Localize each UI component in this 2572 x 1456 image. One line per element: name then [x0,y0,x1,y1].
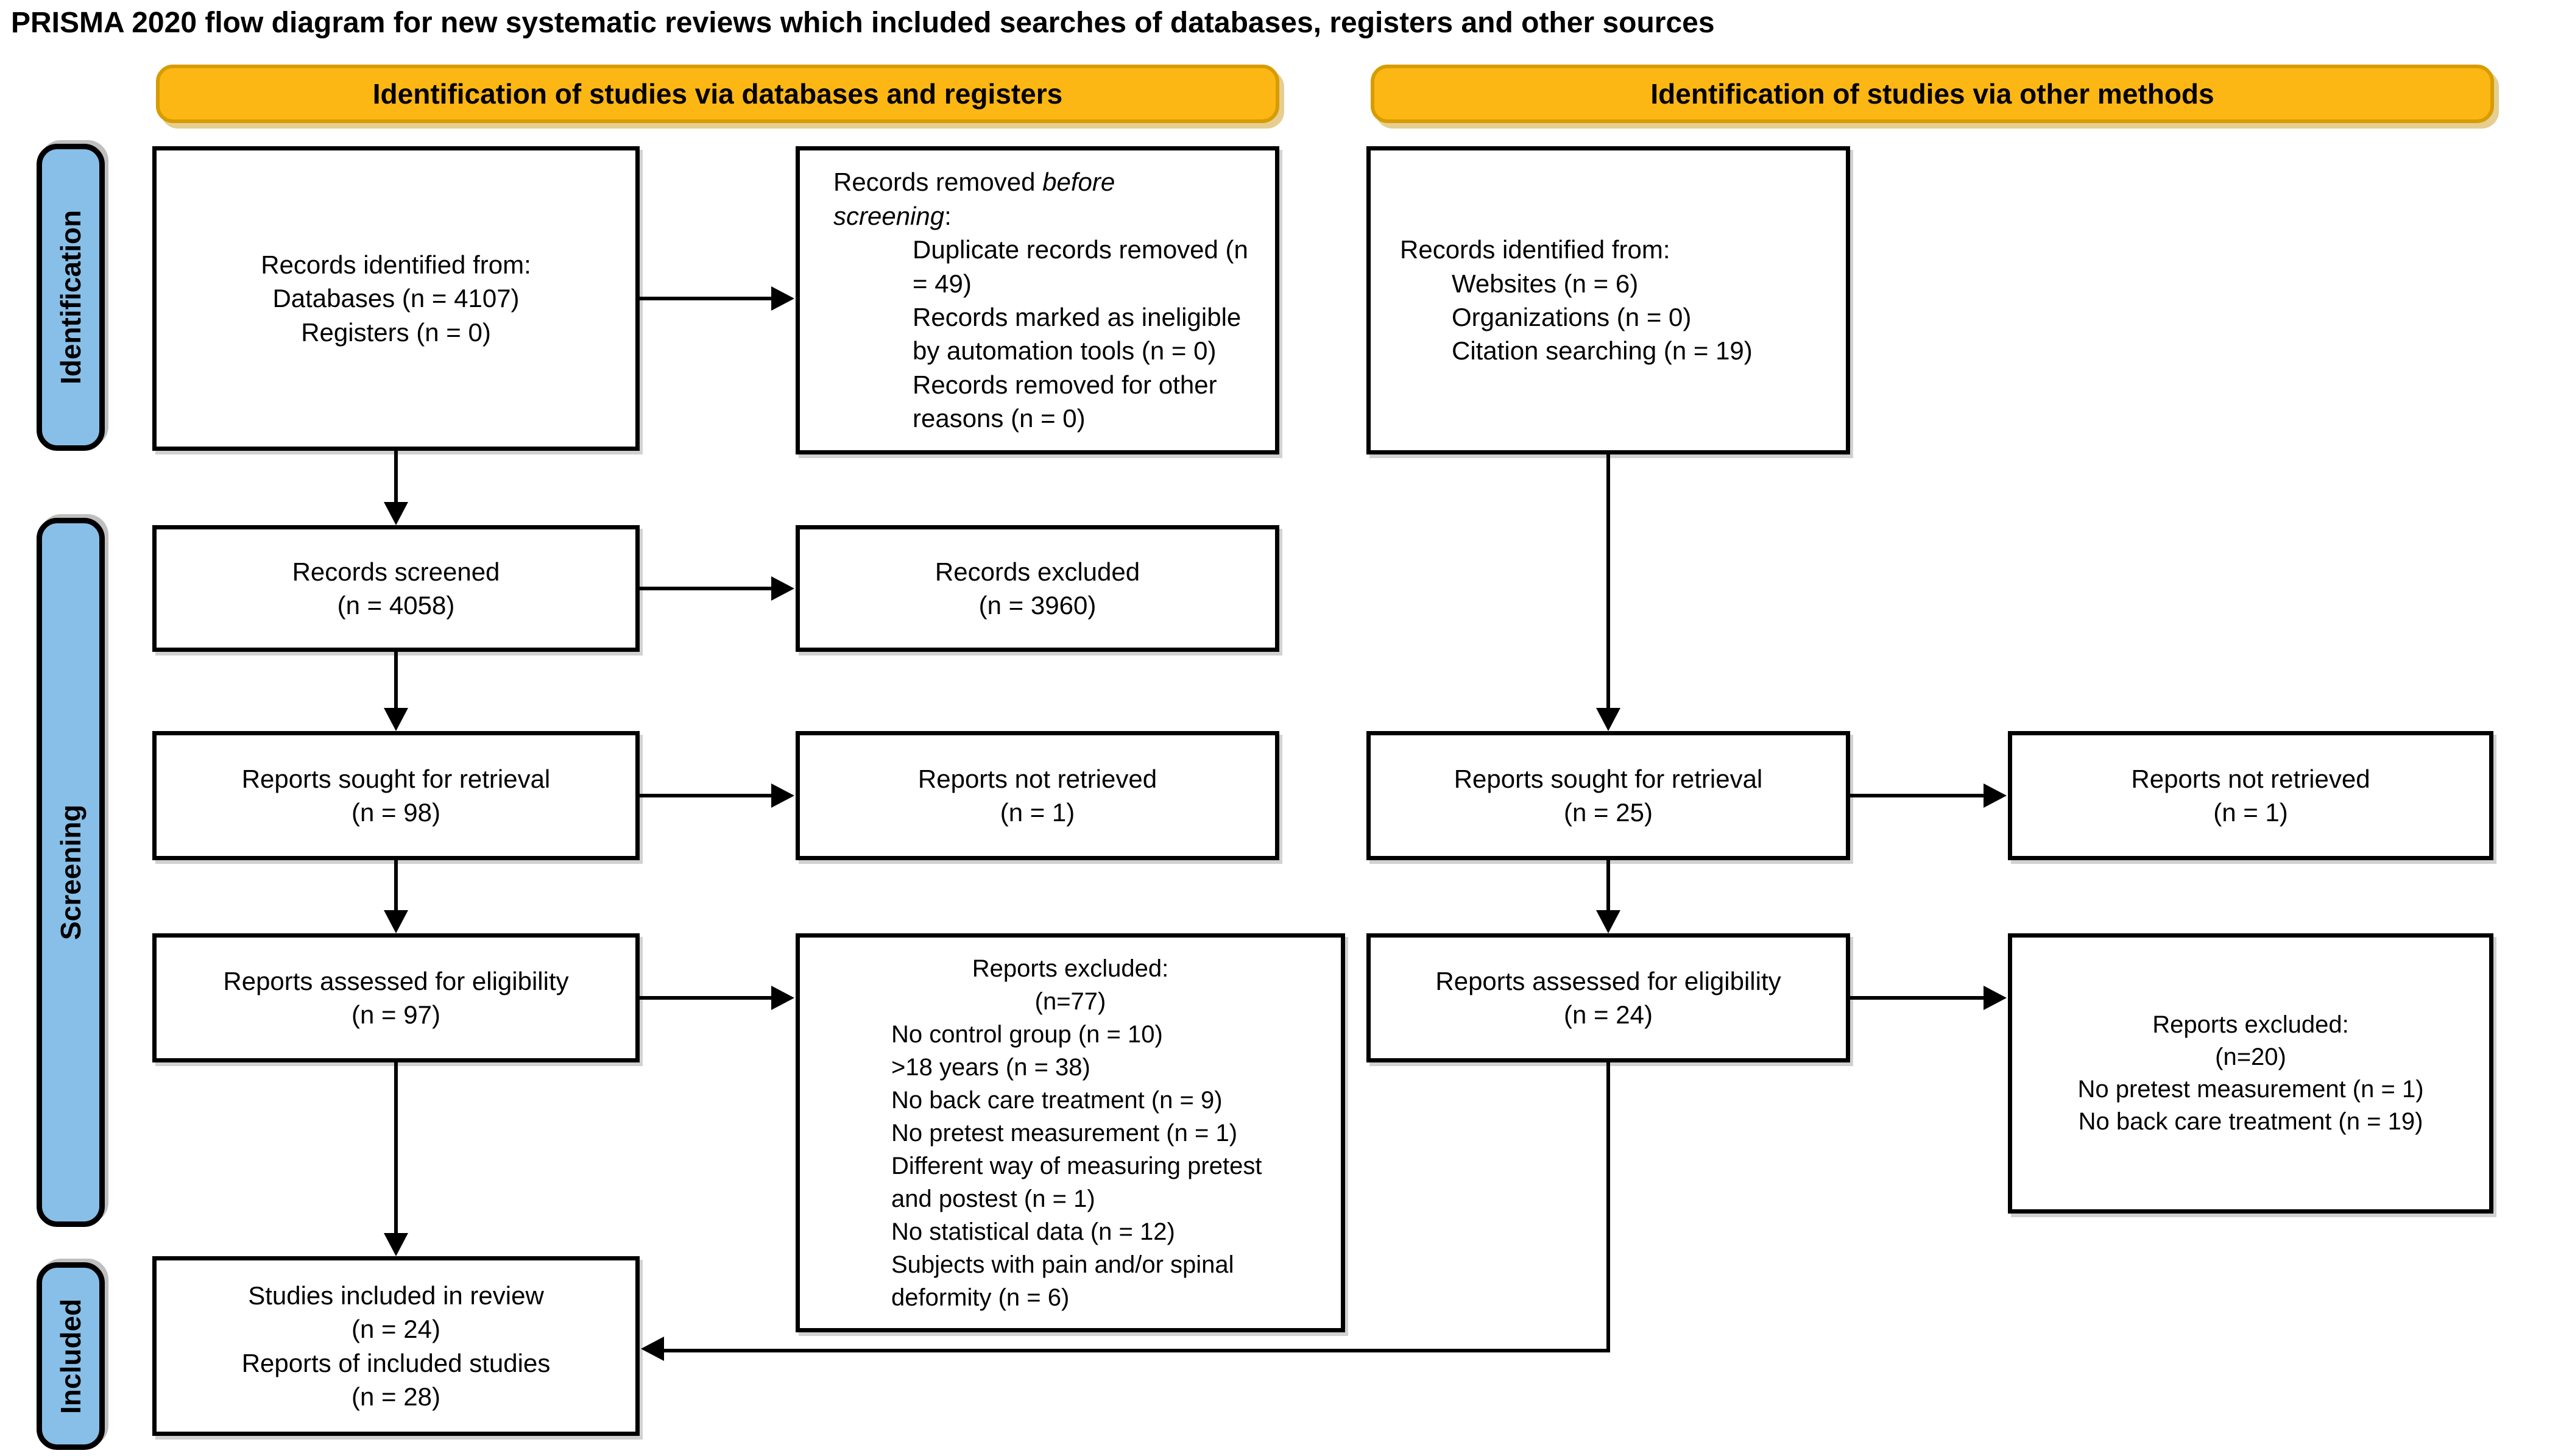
arrowhead-right-icon [1984,783,2007,808]
box-reports-excluded-other: Reports excluded: (n=20) No pretest meas… [2008,933,2493,1214]
flow-line [394,451,398,506]
flow-line [1850,996,1987,1000]
records-identified-line: Records identified from: [261,250,531,279]
records-excluded-line: Records excluded [934,557,1140,586]
records-screened-line: Records screened [292,557,500,586]
exclusion-reason: No pretest measurement (n = 1) [891,1119,1238,1147]
arrowhead-right-icon [771,286,794,311]
box-reports-sought-databases: Reports sought for retrieval (n = 98) [152,731,640,860]
arrowhead-down-icon [1596,910,1620,933]
exclusion-reason: Subjects with pain and/or spinal deformi… [891,1251,1234,1311]
stage-identification-text: Identification [55,210,87,385]
arrowhead-down-icon [384,910,408,933]
arrowhead-right-icon [771,986,794,1010]
reports-excluded-total: (n=77) [1034,988,1106,1015]
flow-line [640,297,775,300]
reports-included-count: (n = 28) [352,1382,440,1411]
box-records-identified-databases: Records identified from: Databases (n = … [152,146,640,451]
box-reports-sought-other: Reports sought for retrieval (n = 25) [1366,731,1850,860]
stage-screening-text: Screening [55,804,87,941]
reports-sought-count: (n = 98) [352,798,440,827]
header-other-label: Identification of studies via other meth… [1650,78,2214,110]
exclusion-reason: No back care treatment (n = 9) [891,1086,1223,1114]
reports-not-retrieved-other-count: (n = 1) [2213,798,2288,827]
records-identified-line: Databases (n = 4107) [272,284,520,313]
stage-label-included: Included [37,1262,105,1450]
exclusion-reason: >18 years (n = 38) [891,1053,1090,1081]
reports-not-retrieved-line: Reports not retrieved [917,764,1157,793]
records-identified-line: Registers (n = 0) [301,317,491,347]
flow-line [394,652,398,710]
studies-included-line: Studies included in review [248,1281,544,1310]
reports-assessed-other-count: (n = 24) [1564,1000,1653,1029]
flow-line [1606,454,1610,710]
stage-label-identification: Identification [37,144,105,451]
reports-assessed-line: Reports assessed for eligibility [223,966,569,995]
other-identified-item: Organizations (n = 0) [1452,303,1692,331]
flow-line [394,1062,398,1235]
box-reports-excluded-databases: Reports excluded: (n=77) No control grou… [796,933,1345,1332]
exclusion-reason-other: No pretest measurement (n = 1) [2077,1076,2424,1103]
reports-not-retrieved-other-line: Reports not retrieved [2131,764,2370,793]
reports-sought-line: Reports sought for retrieval [241,764,551,793]
records-screened-count: (n = 4058) [337,591,455,620]
arrowhead-left-icon [641,1337,664,1361]
studies-included-count: (n = 24) [352,1315,440,1344]
flow-line [1606,860,1610,913]
arrowhead-right-icon [771,576,794,601]
box-reports-assessed-databases: Reports assessed for eligibility (n = 97… [152,933,640,1062]
reports-excluded-heading: Reports excluded: [972,955,1169,982]
records-removed-heading-italic: before screening [833,168,1115,230]
box-records-identified-other: Records identified from: Websites (n = 6… [1366,146,1850,454]
arrowhead-right-icon [771,783,794,808]
box-reports-not-retrieved-other: Reports not retrieved (n = 1) [2008,731,2493,860]
arrowhead-right-icon [1984,986,2007,1010]
exclusion-reason: No statistical data (n = 12) [891,1218,1175,1245]
arrowhead-down-icon [384,708,408,731]
records-removed-heading-pre: Records removed [833,168,1043,197]
flow-line [640,587,775,590]
reports-assessed-count: (n = 97) [352,1000,440,1029]
flow-line [663,1349,1610,1352]
stage-included-text: Included [55,1298,87,1414]
box-reports-not-retrieved-databases: Reports not retrieved (n = 1) [796,731,1279,860]
arrowhead-down-icon [384,502,408,525]
flow-line [1606,1062,1610,1352]
box-reports-assessed-other: Reports assessed for eligibility (n = 24… [1366,933,1850,1062]
records-removed-heading-post: : [944,201,952,230]
header-databases-registers: Identification of studies via databases … [156,65,1279,123]
records-excluded-count: (n = 3960) [978,591,1097,620]
box-studies-included: Studies included in review (n = 24) Repo… [152,1256,640,1436]
other-identified-item: Citation searching (n = 19) [1452,336,1753,366]
flow-line [394,860,398,913]
flow-line [640,794,775,797]
header-databases-label: Identification of studies via databases … [372,78,1063,110]
arrowhead-down-icon [1596,708,1620,731]
records-removed-item: Records marked as ineligible by automati… [913,303,1242,366]
reports-excluded-other-total: (n=20) [2215,1044,2286,1071]
box-records-excluded: Records excluded (n = 3960) [796,525,1279,652]
exclusion-reason: Different way of measuring pretest and p… [891,1152,1262,1212]
box-records-removed-before-screening: Records removed before screening: Duplic… [796,146,1279,454]
stage-label-screening: Screening [37,518,105,1227]
arrowhead-down-icon [384,1233,408,1256]
other-identified-line: Records identified from: [1400,235,1670,264]
box-records-screened: Records screened (n = 4058) [152,525,640,652]
other-identified-item: Websites (n = 6) [1452,269,1639,298]
records-removed-heading: Records removed before screening: [833,165,1251,233]
reports-not-retrieved-count: (n = 1) [1000,798,1075,827]
header-other-methods: Identification of studies via other meth… [1371,65,2494,123]
records-removed-item: Duplicate records removed (n = 49) [913,235,1248,298]
flow-line [1850,794,1987,797]
reports-excluded-other-heading: Reports excluded: [2152,1011,2349,1039]
exclusion-reason-other: No back care treatment (n = 19) [2078,1108,2423,1135]
page-title: PRISMA 2020 flow diagram for new systema… [11,7,1715,39]
records-removed-item: Records removed for other reasons (n = 0… [913,370,1217,433]
reports-assessed-other-line: Reports assessed for eligibility [1435,966,1781,995]
reports-included-line: Reports of included studies [241,1348,551,1377]
exclusion-reason: No control group (n = 10) [891,1020,1163,1048]
reports-sought-other-line: Reports sought for retrieval [1454,764,1763,793]
flow-line [640,996,775,1000]
reports-sought-other-count: (n = 25) [1564,798,1653,827]
